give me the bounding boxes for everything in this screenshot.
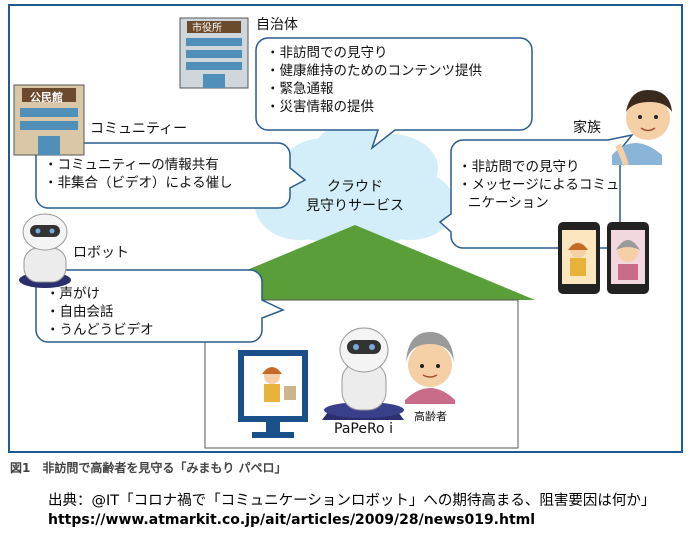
community-hall-sign: 公民館 — [30, 91, 63, 104]
robot-item: ・自由会話 — [46, 304, 114, 320]
family-label: 家族 — [573, 120, 601, 136]
community-item: ・コミュニティーの情報共有 — [44, 157, 219, 173]
bubble-city-hall — [255, 37, 533, 151]
community-services: ・コミュニティーの情報共有 ・非集合（ビデオ）による催し — [44, 156, 233, 192]
robot-label: ロボット — [73, 245, 129, 261]
elder-label: 高齢者 — [414, 410, 447, 423]
city-hall-sign: 市役所 — [192, 23, 222, 34]
family-services: ・非訪問での見守り ・メッセージによるコミュ ニケーション — [458, 158, 619, 212]
city-hall-label: 自治体 — [256, 17, 298, 33]
smartphone-child-icon — [558, 222, 600, 294]
city-hall-building-icon — [179, 17, 249, 89]
robot-icon — [19, 213, 71, 288]
cloud-line-1: クラウド — [327, 179, 383, 195]
cloud-line-2: 見守りサービス — [306, 198, 404, 214]
family-item: ニケーション — [468, 195, 549, 211]
papero-label: PaPeRo i — [334, 421, 393, 437]
robot-item: ・うんどうビデオ — [46, 322, 154, 338]
source-citation: 出典：@IT「コロナ禍で「コミュニケーションロボット」への期待高まる、阻害要因は… — [48, 493, 656, 509]
house-roof — [175, 225, 535, 300]
elder-person-icon — [405, 332, 455, 404]
city-hall-item: ・非訪問での見守り — [266, 45, 388, 61]
monitor-icon — [238, 350, 308, 438]
family-person-icon — [612, 90, 672, 166]
figure-caption: 図1 非訪問で高齢者を見守る「みまもり パペロ」 — [10, 461, 287, 475]
city-hall-item: ・災害情報の提供 — [266, 99, 374, 115]
city-hall-item: ・緊急通報 — [266, 81, 334, 97]
source-url[interactable]: https://www.atmarkit.co.jp/ait/articles/… — [48, 512, 536, 528]
robot-functions: ・声がけ ・自由会話 ・うんどうビデオ — [46, 285, 154, 339]
community-hall-building-icon — [13, 84, 85, 156]
city-hall-services: ・非訪問での見守り ・健康維持のためのコンテンツ提供 ・緊急通報 ・災害情報の提… — [266, 44, 482, 116]
city-hall-item: ・健康維持のためのコンテンツ提供 — [266, 63, 482, 79]
community-label: コミュニティー — [90, 121, 188, 137]
cloud-service-label: クラウド 見守りサービス — [280, 178, 430, 216]
family-item: ・メッセージによるコミュ — [458, 177, 620, 193]
smartphone-elder-icon — [607, 222, 649, 294]
community-item: ・非集合（ビデオ）による催し — [44, 175, 233, 191]
robot-item: ・声がけ — [46, 286, 100, 302]
cloud-shape — [255, 122, 455, 245]
family-item: ・非訪問での見守り — [458, 159, 580, 175]
papero-robot-icon — [322, 327, 404, 420]
